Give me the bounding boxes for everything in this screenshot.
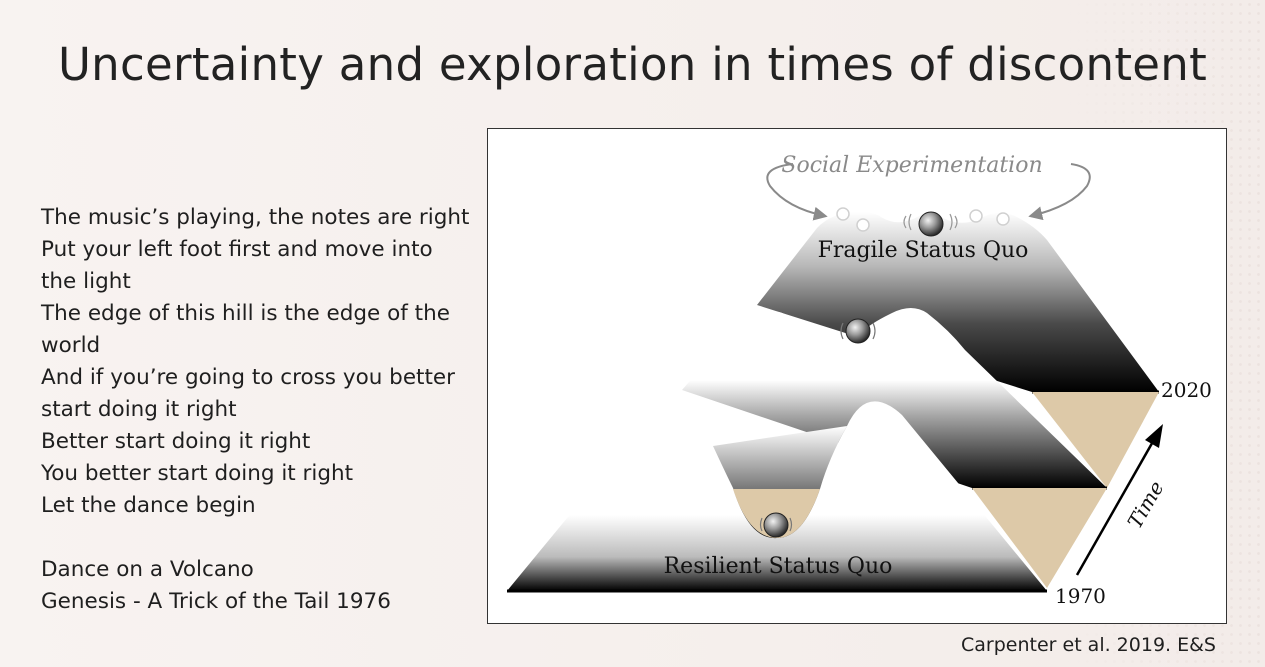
middle-layer-shape [681, 307, 1107, 488]
lyric-line: Put your left foot first and move into [41, 237, 433, 262]
ball-fragile-well [845, 318, 870, 343]
lyric-line: world [41, 333, 101, 358]
lyric-line: Let the dance begin [41, 493, 256, 518]
song-title: Dance on a Volcano [41, 557, 254, 582]
ghost-ball [835, 206, 850, 221]
album-credit: Genesis - A Trick of the Tail 1976 [41, 589, 391, 614]
lyrics-block: The music’s playing, the notes are right… [41, 202, 481, 618]
lyric-line: Better start doing it right [41, 429, 311, 454]
slide-title: Uncertainty and exploration in times of … [57, 38, 1208, 91]
left-curved-arrow [765, 162, 828, 221]
lyric-line: The music’s playing, the notes are right [41, 205, 470, 230]
year-1970-label: 1970 [1055, 584, 1106, 608]
time-arrow-head [1144, 423, 1163, 448]
ghost-ball [855, 217, 870, 232]
ghost-ball [968, 208, 983, 223]
lyric-line: The edge of this hill is the edge of the [41, 301, 450, 326]
lyric-line: And if you’re going to cross you better [41, 365, 455, 390]
fragile-layer-shape [756, 211, 1159, 392]
ghost-ball [995, 211, 1010, 226]
volcano-diagram: Social Experimentation Fragile Status Qu… [506, 153, 1212, 608]
vibration-lines [839, 322, 876, 339]
ball-fragile-top [918, 211, 943, 236]
lyrics-spacer [41, 522, 481, 554]
right-curved-arrow [1027, 162, 1091, 220]
volcano-figure: Social Experimentation Fragile Status Qu… [487, 128, 1227, 624]
citation: Carpenter et al. 2019. E&S [961, 634, 1216, 656]
time-ribbon-upper [1031, 391, 1159, 488]
social-experimentation-label: Social Experimentation [781, 153, 1042, 178]
lyric-line: the light [41, 269, 131, 294]
vibration-lines [759, 517, 792, 531]
lyric-line: You better start doing it right [41, 461, 354, 486]
lyric-line: start doing it right [41, 397, 237, 422]
time-arrow [1075, 436, 1156, 576]
vibration-lines [902, 213, 958, 230]
ball-resilient-well [763, 512, 788, 537]
time-ribbon-lower [971, 487, 1107, 588]
year-2020-label: 2020 [1161, 378, 1212, 402]
resilient-status-quo-label: Resilient Status Quo [663, 554, 892, 579]
fragile-status-quo-label: Fragile Status Quo [817, 238, 1028, 263]
